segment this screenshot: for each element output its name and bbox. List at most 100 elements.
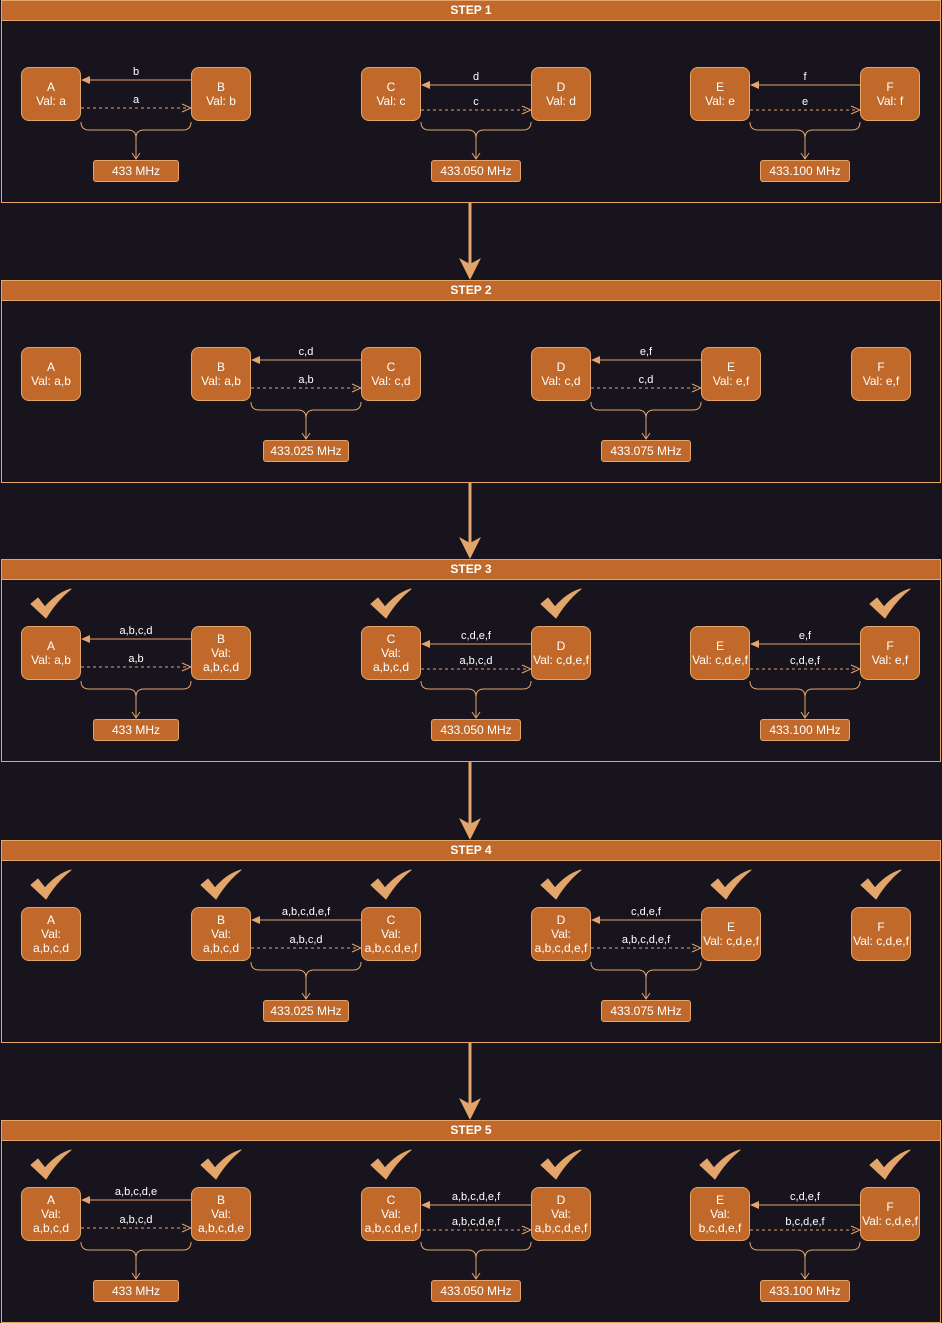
link-send-arrowhead	[421, 1201, 430, 1209]
freq-connector-arrowhead	[641, 432, 651, 440]
node-name: D	[556, 80, 566, 94]
checkmark-icon-shape	[860, 869, 902, 900]
node-name: D	[556, 1193, 566, 1207]
checkmark-icon	[370, 1149, 412, 1180]
checkmark-icon-shape	[30, 869, 72, 900]
link-send-arrowhead	[750, 81, 759, 89]
node-value: Val:	[41, 1207, 61, 1221]
pair-brace	[420, 121, 532, 139]
checkmark-icon-shape	[370, 1149, 412, 1180]
checkmark-icon	[699, 1149, 741, 1180]
link-receive-label: a,b,c,d,e,f	[451, 1216, 501, 1228]
node-value: a,b,c,d	[32, 941, 70, 955]
node-value: a,b,c,d,e,f	[364, 941, 418, 955]
checkmark-icon-shape	[710, 869, 752, 900]
pair-brace	[420, 680, 532, 698]
link-send-label: c,d,e,f	[461, 630, 491, 642]
pair-brace	[749, 1241, 861, 1259]
link-receive-label: a,b,c,d	[289, 934, 323, 946]
node-value: Val: d	[546, 94, 576, 108]
node-value: a,b,c,d	[32, 1221, 70, 1235]
pair-brace	[80, 121, 192, 139]
node-value: Val: c,d,e,f	[533, 653, 589, 667]
node-value: Val: a,b	[31, 374, 71, 388]
frequency-badge: 433.050 MHz	[431, 160, 521, 182]
freq-connector-arrowhead	[800, 1272, 810, 1280]
link-send-label: a,b,c,d	[119, 625, 153, 637]
link-send-label: c,d	[298, 346, 314, 358]
node-name: F	[886, 1200, 894, 1214]
frequency-badge: 433.075 MHz	[601, 440, 691, 462]
link-send-arrowhead	[750, 640, 759, 648]
pair-brace	[80, 680, 192, 698]
step-title-4: STEP 4	[450, 843, 492, 857]
node-value: Val: a,b	[31, 653, 71, 667]
node-name: F	[886, 639, 894, 653]
checkmark-icon	[200, 869, 242, 900]
link-receive-label: a	[132, 94, 140, 106]
node-name: D	[556, 913, 566, 927]
node-value: Val:	[381, 927, 401, 941]
pair-brace	[590, 401, 702, 419]
node-value: a,b,c,d	[202, 941, 240, 955]
step-title-3: STEP 3	[450, 562, 492, 576]
link-send-arrowhead	[591, 356, 600, 364]
node-value: Val: e,f	[862, 374, 900, 388]
pair-brace	[80, 1241, 192, 1259]
frequency-badge: 433.025 MHz	[263, 440, 349, 462]
node-name: C	[386, 360, 396, 374]
link-send-arrowhead	[81, 635, 90, 643]
node-value: Val:	[551, 1207, 571, 1221]
step-header-1	[1, 0, 941, 21]
checkmark-icon	[860, 869, 902, 900]
link-send-arrowhead	[421, 81, 430, 89]
node-name: C	[386, 1193, 396, 1207]
step-connector-arrowhead-2	[459, 537, 481, 559]
pair-brace	[749, 121, 861, 139]
node-value: Val: c,d	[371, 374, 411, 388]
link-receive-label: a,b	[298, 374, 314, 386]
link-receive-label: e	[801, 96, 809, 108]
node-name: F	[877, 360, 885, 374]
freq-connector-arrowhead	[800, 152, 810, 160]
checkmark-icon	[370, 588, 412, 619]
node-name: C	[386, 913, 396, 927]
node-name: B	[216, 1193, 225, 1207]
node-value: Val: c,d,e,f	[853, 934, 909, 948]
frequency-badge: 433.025 MHz	[263, 1000, 349, 1022]
node-value: a,b,c,d,e,f	[534, 941, 588, 955]
node-name: B	[216, 80, 225, 94]
link-send-arrowhead	[81, 76, 90, 84]
step-connector-arrowhead-1	[459, 258, 481, 280]
step-title-5: STEP 5	[450, 1123, 492, 1137]
link-send-label: d	[472, 71, 480, 83]
link-receive-label: b,c,d,e,f	[785, 1216, 825, 1228]
checkmark-icon	[30, 869, 72, 900]
frequency-badge: 433.100 MHz	[760, 160, 850, 182]
node-value: Val:	[381, 1207, 401, 1221]
step-header-2	[1, 280, 941, 301]
pair-brace	[250, 401, 362, 419]
node-name: E	[726, 360, 735, 374]
pair-brace	[250, 961, 362, 979]
step-connector-arrowhead-4	[459, 1098, 481, 1120]
checkmark-icon-shape	[540, 869, 582, 900]
pair-brace	[749, 680, 861, 698]
link-receive-label: c,d,e,f	[790, 655, 820, 667]
node-value: Val: c	[376, 94, 406, 108]
freq-connector-arrowhead	[800, 711, 810, 719]
node-value: Val:	[211, 927, 231, 941]
node-value: Val: f	[876, 94, 904, 108]
